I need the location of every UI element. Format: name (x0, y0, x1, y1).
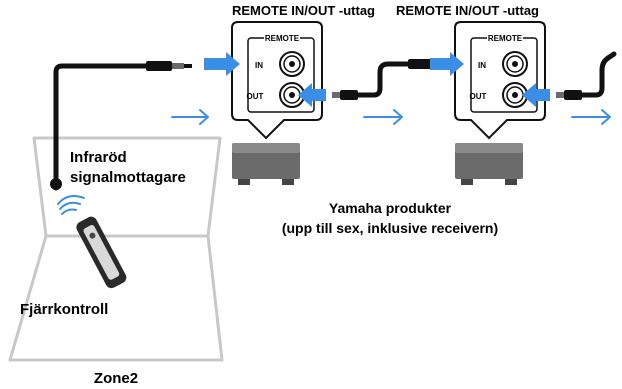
ir-receiver-label-line1: Infraröd (70, 149, 127, 166)
signal-arrow-icon (298, 83, 326, 107)
rca-jack-icon (502, 51, 528, 77)
zone2-room-outline (8, 136, 224, 362)
ir-signal-waves-icon (57, 195, 85, 215)
signal-arrow-icon (204, 52, 240, 76)
device-icon (455, 143, 523, 185)
zone-label: Zone2 (94, 370, 138, 387)
port-2-title: REMOTE IN/OUT -uttag (396, 3, 539, 18)
remote-control-icon (76, 216, 127, 289)
port-1-out-label: OUT (247, 92, 264, 101)
signal-arrow-icon (171, 109, 209, 125)
remote-port-panel-2: REMOTE IN OUT (454, 21, 546, 140)
plug-4 (556, 90, 582, 100)
port-1-title: REMOTE IN/OUT -uttag (232, 3, 375, 18)
link-cable-1 (349, 61, 415, 98)
signal-arrow-icon (571, 109, 611, 125)
products-label-line2: (upp till sex, inklusive receivern) (282, 220, 498, 236)
port-2-in-label: IN (478, 61, 486, 70)
port-1-in-label: IN (255, 61, 263, 70)
port-2-out-label: OUT (470, 92, 487, 101)
ir-receiver-sensor (50, 178, 62, 190)
device-icon (232, 143, 300, 185)
port-1-box-title: REMOTE (265, 34, 300, 43)
ir-receiver-label-line2: signalmottagare (70, 169, 186, 186)
plug-1 (146, 61, 192, 71)
signal-arrow-icon (522, 83, 550, 107)
rca-jack-icon (279, 51, 305, 77)
ir-receiver-cable (53, 63, 153, 191)
products-label-line1: Yamaha produkter (329, 200, 452, 216)
link-cable-2 (573, 51, 617, 98)
remote-label: Fjärrkontroll (20, 301, 108, 318)
signal-arrow-icon (430, 52, 464, 76)
remote-port-panel-1: REMOTE IN OUT (231, 21, 323, 140)
port-2-box-title: REMOTE (488, 34, 523, 43)
signal-arrow-icon (363, 109, 403, 125)
plug-2 (332, 90, 358, 100)
